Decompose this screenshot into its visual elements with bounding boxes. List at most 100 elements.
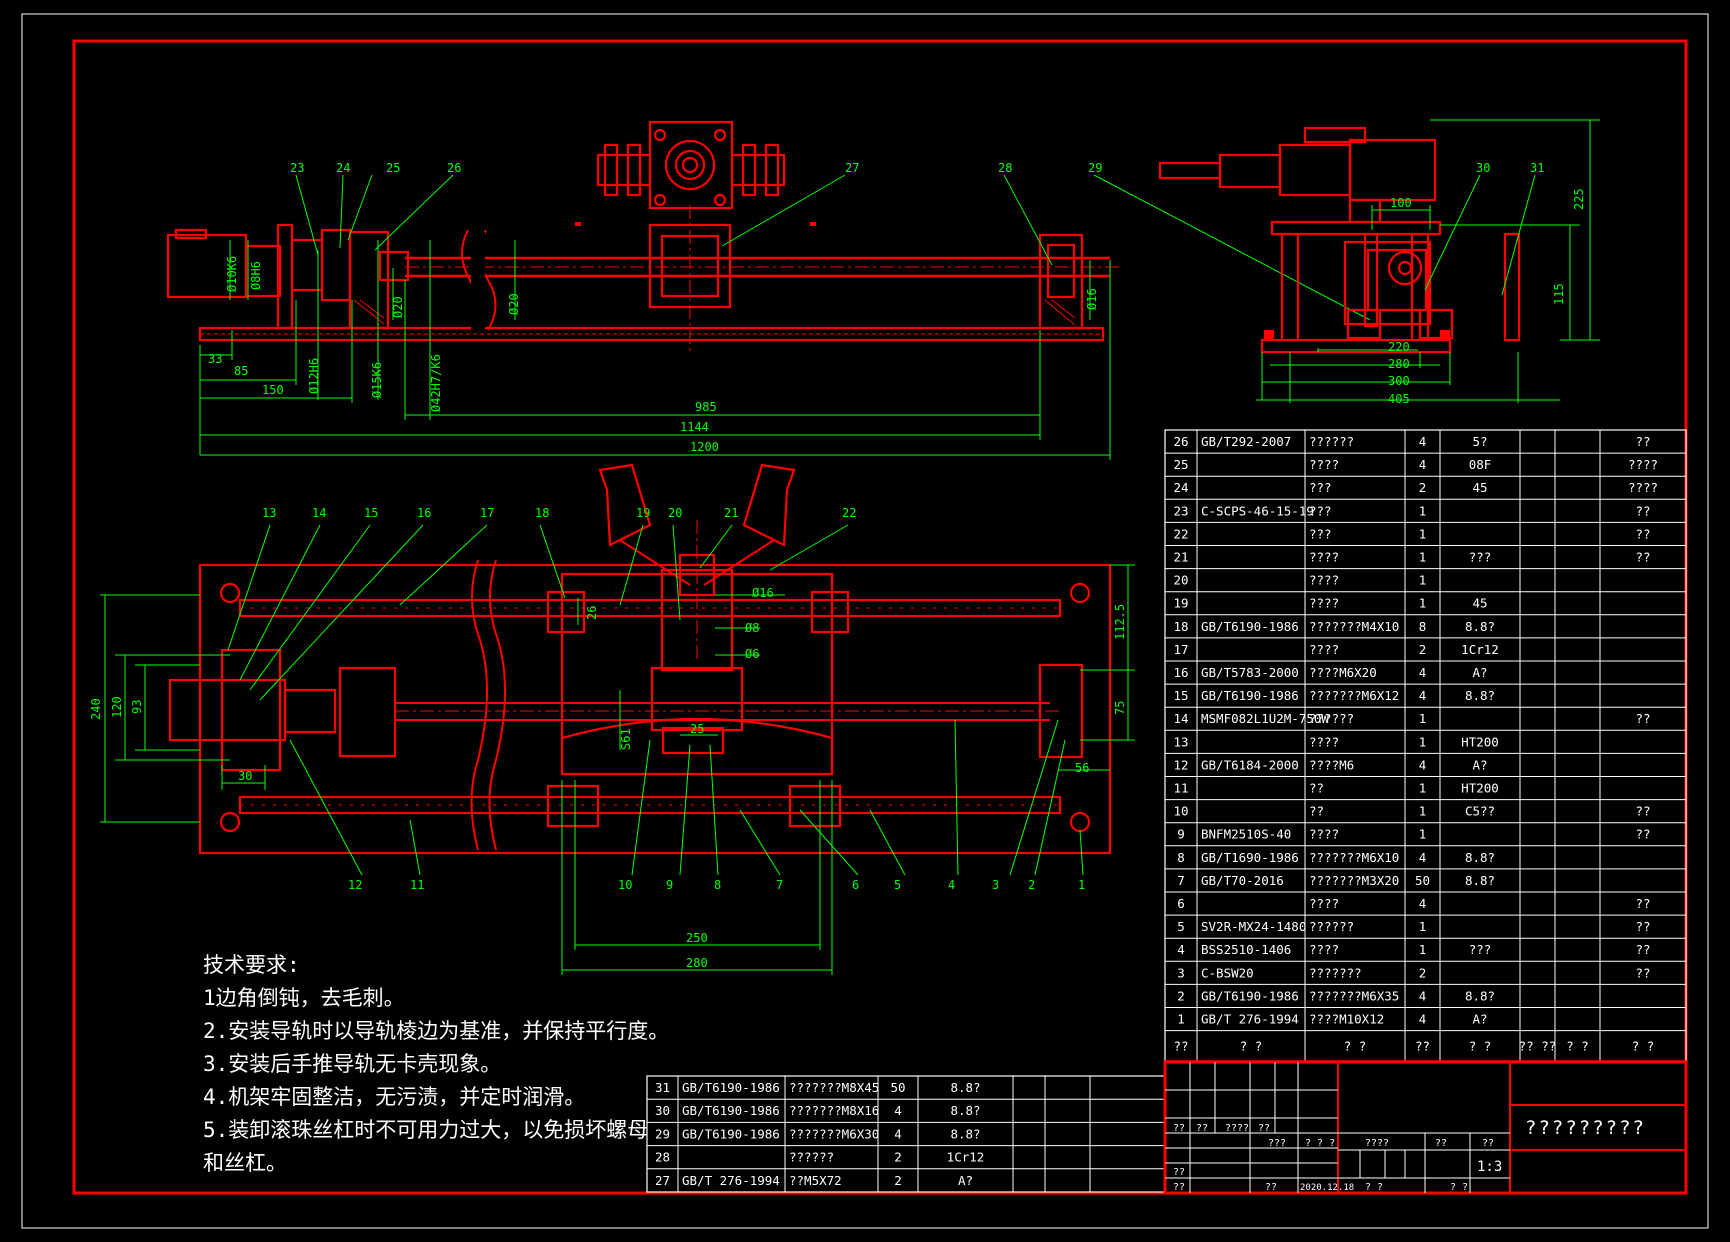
balloon-25: 25: [386, 161, 400, 175]
table-row: 22???1??: [1173, 526, 1650, 541]
dim-220: 220: [1388, 340, 1410, 354]
table-cell: 14: [1173, 711, 1188, 726]
table-cell: 1: [1419, 711, 1427, 726]
balloon-15: 15: [364, 506, 378, 520]
table-cell: 4: [1419, 457, 1427, 472]
table-cell: 8.8?: [1465, 688, 1495, 703]
table-row: 21????1?????: [1173, 550, 1650, 565]
balloon-13: 13: [262, 506, 276, 520]
balloon-23: 23: [290, 161, 304, 175]
table-cell: 8.8?: [1465, 850, 1495, 865]
balloon-9: 9: [666, 878, 673, 892]
side-view: 100 225 115 220 280 300 405 30 31: [1158, 119, 1600, 406]
table-cell: ??: [1309, 781, 1324, 796]
balloon-18: 18: [535, 506, 549, 520]
table-cell: 1: [1419, 596, 1427, 611]
dim-d10k6: Ø10K6: [225, 256, 239, 292]
dim-405: 405: [1388, 392, 1410, 406]
balloon-22: 22: [842, 506, 856, 520]
table-cell: GB/T 276-1994: [1201, 1012, 1299, 1027]
table-cell: 4: [1419, 1012, 1427, 1027]
table-cell: 1: [1419, 550, 1427, 565]
front-view: 33 85 150 985 1144 1200 Ø12H6 Ø15K6 Ø42H…: [166, 120, 1371, 460]
table-cell: 8.8?: [1465, 988, 1495, 1003]
table-cell: 29: [655, 1126, 670, 1141]
table-cell: A?: [1472, 757, 1487, 772]
table-header-cell: ? ?: [1632, 1039, 1655, 1054]
table-cell: 8.8?: [1465, 873, 1495, 888]
table-cell: 45: [1472, 480, 1487, 495]
balloon-14: 14: [312, 506, 326, 520]
dim-150: 150: [262, 383, 284, 397]
table-cell: ??????: [1309, 434, 1354, 449]
table-cell: 4: [894, 1103, 902, 1118]
table-header-cell: ?? ??: [1519, 1039, 1557, 1054]
table-cell: 9: [1177, 827, 1185, 842]
table-cell: 1: [1419, 573, 1427, 588]
table-cell: ??: [1635, 550, 1650, 565]
table-cell: GB/T6190-1986: [1201, 688, 1299, 703]
table-row: 20????1: [1173, 573, 1426, 588]
dim-d15k6: Ø15K6: [370, 362, 384, 398]
dim-d20-b: Ø20: [507, 293, 521, 315]
table-cell: ???????: [1309, 965, 1362, 980]
title-cell: ? ?: [1450, 1182, 1468, 1193]
dim-112-5: 112.5: [1113, 604, 1127, 640]
title-cell: ???: [1268, 1138, 1286, 1149]
table-cell: ????: [1309, 942, 1339, 957]
table-cell: 4: [1419, 665, 1427, 680]
balloon-1: 1: [1078, 878, 1085, 892]
dim-1200: 1200: [690, 440, 719, 454]
dim-56: 56: [1075, 761, 1089, 775]
table-cell: 1: [1177, 1012, 1185, 1027]
table-cell: 24: [1173, 480, 1188, 495]
table-cell: 1: [1419, 804, 1427, 819]
balloon-21: 21: [724, 506, 738, 520]
table-cell: MSMF082L1U2M-750W: [1201, 711, 1329, 726]
table-cell: 16: [1173, 665, 1188, 680]
table-cell: 2: [1419, 965, 1427, 980]
table-cell: ???????M6X30: [789, 1126, 879, 1141]
table-cell: 1Cr12: [1461, 642, 1499, 657]
table-cell: 1: [1419, 503, 1427, 518]
dim-s61: S61: [619, 728, 633, 750]
table-row: 6????4??: [1177, 896, 1650, 911]
table-cell: 2: [894, 1150, 902, 1165]
table-cell: ????: [1309, 550, 1339, 565]
table-cell: HT200: [1461, 781, 1499, 796]
balloon-26: 26: [447, 161, 461, 175]
dim-1144: 1144: [680, 420, 709, 434]
table-cell: ????: [1628, 457, 1658, 472]
dim-d12h6: Ø12H6: [307, 358, 321, 394]
table-cell: ???????M8X45: [789, 1080, 879, 1095]
table-cell: 17: [1173, 642, 1188, 657]
drawing-name: ?????????: [1525, 1117, 1646, 1139]
table-cell: 1: [1419, 827, 1427, 842]
balloon-28: 28: [998, 161, 1012, 175]
balloon-16: 16: [417, 506, 431, 520]
table-cell: GB/T6190-1986: [1201, 619, 1299, 634]
table-cell: 20: [1173, 573, 1188, 588]
dim-d42h7k6: Ø42H7/K6: [429, 354, 443, 412]
table-cell: A?: [1472, 1012, 1487, 1027]
table-cell: ????: [1309, 827, 1339, 842]
table-cell: GB/T 276-1994: [682, 1173, 780, 1188]
table-cell: ???????M8X16: [789, 1103, 879, 1118]
table-cell: 4: [1419, 757, 1427, 772]
table-cell: 8.8?: [950, 1080, 980, 1095]
table-cell: 21: [1173, 550, 1188, 565]
title-block: ????????? 1:3 2020.12.18 ?? ?? ???? ?? ?…: [1163, 1060, 1688, 1195]
table-cell: 5: [1177, 919, 1185, 934]
drawing-scale: 1:3: [1477, 1159, 1502, 1175]
table-cell: GB/T6190-1986: [682, 1103, 780, 1118]
